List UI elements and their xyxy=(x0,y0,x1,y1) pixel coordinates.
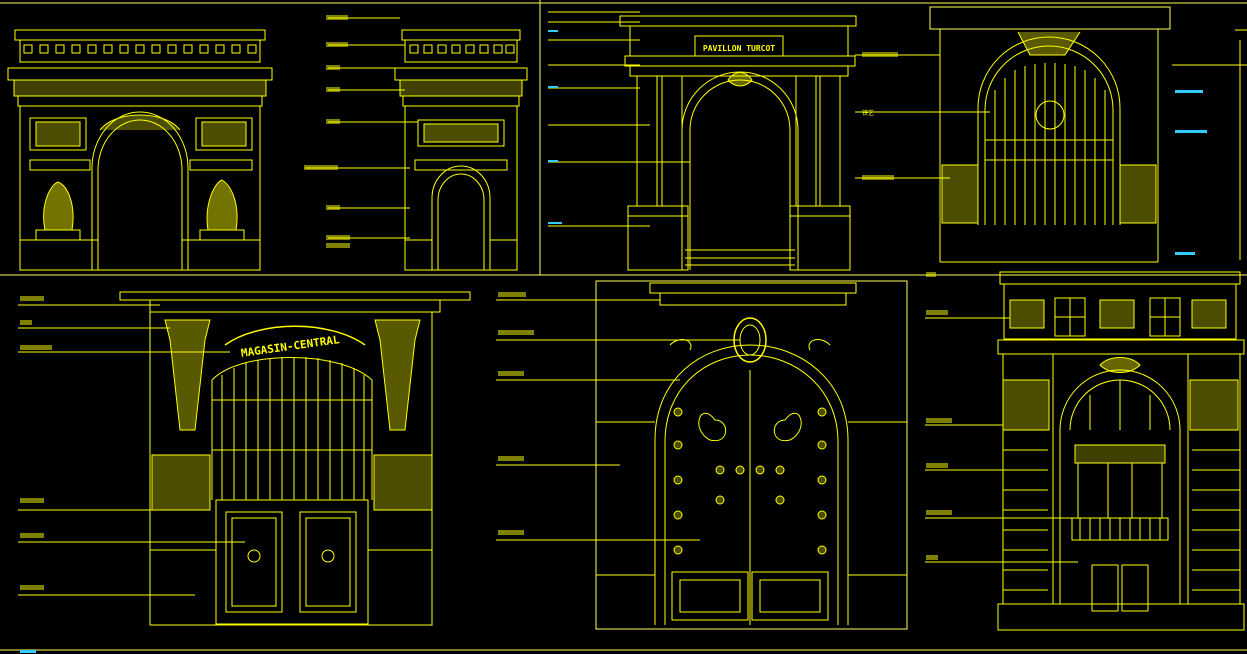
frieze-squares xyxy=(23,44,257,54)
annotation-leaders-art-nouveau xyxy=(496,292,740,541)
rustication-lines xyxy=(1003,449,1240,591)
pavillon-turcot-sign: PAVILLON TURCOT xyxy=(703,44,775,53)
pavillon-turcot-elevation: PAVILLON TURCOT xyxy=(619,15,857,271)
annotation-leaders-top-left xyxy=(304,15,418,248)
classical-entrance-elevation xyxy=(925,271,1245,631)
iron-door-elevation-top-right xyxy=(929,6,1247,263)
iron-bars xyxy=(985,63,1113,225)
arc-triomphe-side-elevation xyxy=(394,29,528,271)
left-sculpture xyxy=(43,181,74,231)
magasin-central-gate-elevation: MAGASIN-CENTRAL xyxy=(119,291,471,626)
gate-bars xyxy=(212,357,372,500)
tie-yi-label: 铁艺 xyxy=(862,109,874,117)
right-sculpture xyxy=(206,179,238,231)
arc-triomphe-front-elevation xyxy=(7,29,273,271)
door-studs xyxy=(673,407,827,555)
left-corbel xyxy=(164,319,211,431)
annotation-leaders-pavillon: 铁艺 xyxy=(548,11,990,227)
art-nouveau-door-elevation xyxy=(595,280,908,630)
right-corbel xyxy=(374,319,421,431)
bottom-cyan-marker xyxy=(20,650,36,653)
balcony-railing xyxy=(1079,518,1161,540)
annotation-leaders-magasin xyxy=(18,296,245,596)
magasin-central-sign: MAGASIN-CENTRAL xyxy=(240,333,341,360)
